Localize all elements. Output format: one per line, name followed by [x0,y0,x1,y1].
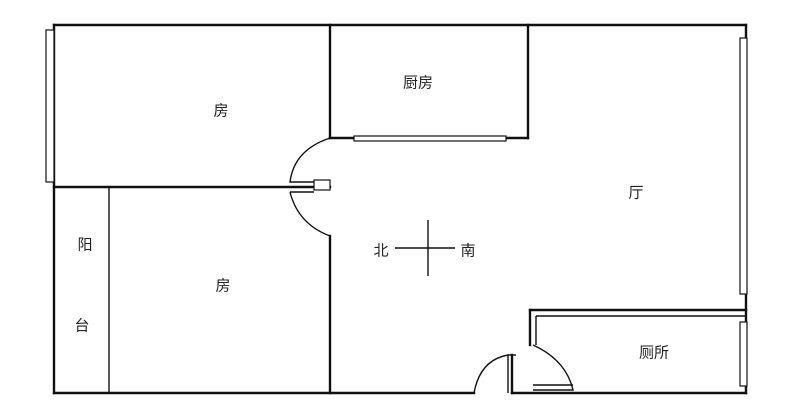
room-label-balcony-1: 阳 [77,236,92,254]
doors [289,137,574,394]
door-toilet [532,344,574,391]
door-bottom-bedroom [289,191,331,237]
window-left [45,29,55,183]
window-right-living [739,37,748,295]
compass-south-label: 南 [460,242,475,260]
door-top-bedroom [289,137,331,183]
room-label-bedroom-top: 房 [213,102,228,120]
room-label-bedroom-bottom: 房 [215,277,230,295]
interior-walls [52,23,748,395]
window-kitchen [353,135,507,142]
room-label-kitchen: 厨房 [403,74,433,92]
room-label-balcony-2: 台 [74,317,89,335]
room-label-toilet: 厕所 [639,344,669,362]
window-right-toilet [739,321,748,387]
compass-cross [395,220,455,276]
compass-north-label: 北 [373,242,388,260]
outer-walls [52,23,748,395]
door-entrance [473,354,509,394]
room-label-living: 厅 [628,184,643,202]
windows [45,29,748,387]
